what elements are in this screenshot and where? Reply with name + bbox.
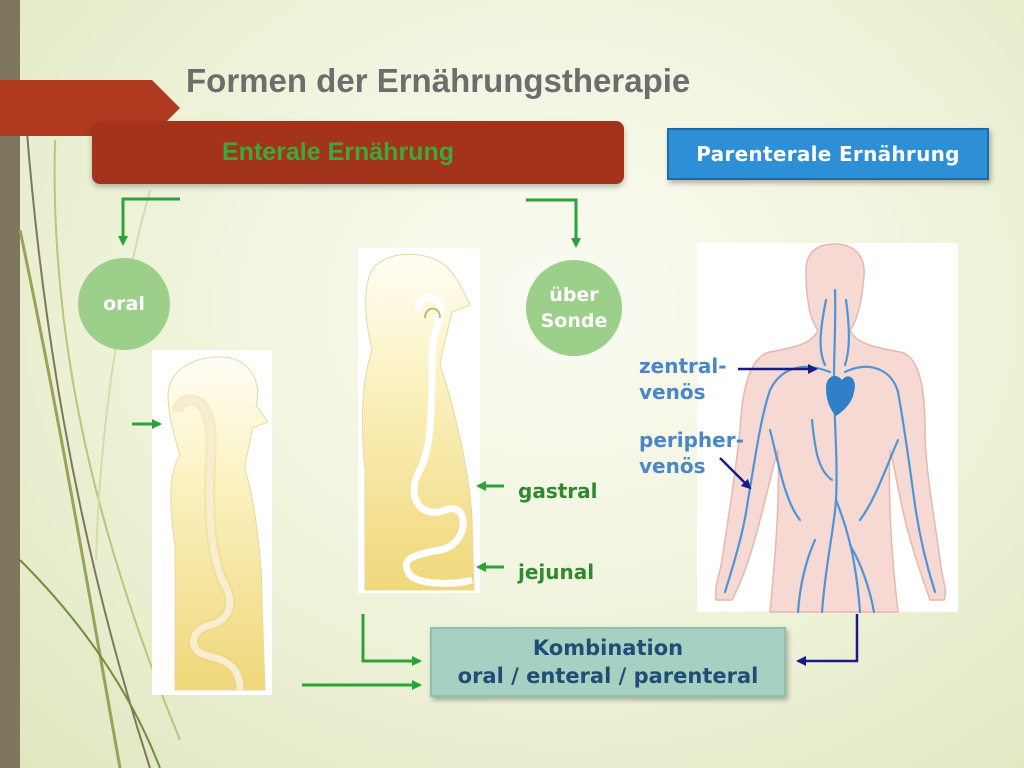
arrow-parenteral-to-combination bbox=[796, 614, 859, 666]
arrow-peripher-venoes bbox=[719, 457, 752, 490]
sonde-label-line1: über bbox=[549, 284, 599, 306]
enteral-nutrition-label: Enterale Ernährung bbox=[222, 138, 454, 166]
oral-body-silhouette bbox=[167, 356, 269, 691]
zentralvenoes-label: zentral- venös bbox=[639, 353, 727, 405]
page-title: Formen der Ernährungstherapie bbox=[186, 62, 691, 99]
arrow-tube-to-combination bbox=[361, 614, 422, 666]
enteral-nutrition-box: Enterale Ernährung bbox=[92, 121, 624, 184]
arrow-to-oral bbox=[118, 197, 180, 246]
parenteral-nutrition-label: Parenterale Ernährung bbox=[696, 142, 960, 166]
parenteral-nutrition-box: Parenterale Ernährung bbox=[667, 128, 989, 180]
peripher-venoes-line2: venös bbox=[639, 454, 706, 478]
jejunal-label: jejunal bbox=[518, 560, 595, 584]
combination-title: Kombination bbox=[532, 636, 684, 660]
sonde-label-line2: Sonde bbox=[540, 310, 608, 332]
gastral-label: gastral bbox=[518, 479, 598, 503]
oral-label: oral bbox=[103, 293, 145, 315]
combination-box: Kombination oral / enteral / parenteral bbox=[430, 627, 786, 697]
sonde-bubble: über Sonde bbox=[526, 260, 622, 356]
arrow-to-sonde bbox=[526, 198, 581, 248]
oral-bubble: oral bbox=[78, 258, 170, 350]
human-figure bbox=[714, 243, 947, 614]
side-bar bbox=[0, 0, 20, 768]
zentralvenoes-line1: zentral- bbox=[639, 354, 727, 378]
combination-subtitle: oral / enteral / parenteral bbox=[457, 664, 759, 688]
zentralvenoes-line2: venös bbox=[639, 380, 706, 404]
tube-body-silhouette bbox=[361, 253, 475, 591]
peripher-venoes-label: peripher- venös bbox=[639, 427, 744, 479]
peripher-venoes-line1: peripher- bbox=[639, 428, 744, 452]
